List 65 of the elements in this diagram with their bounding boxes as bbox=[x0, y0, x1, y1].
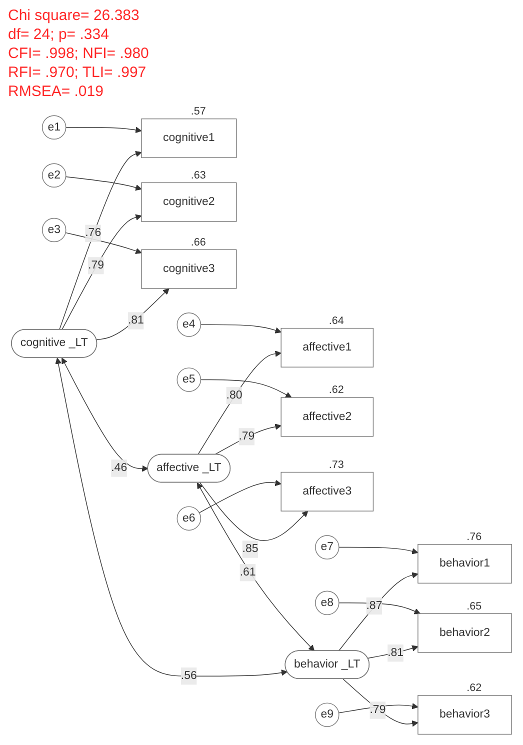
squared-multiple-correlation: .64 bbox=[328, 314, 344, 327]
arrow bbox=[197, 482, 315, 652]
squared-multiple-correlation: .63 bbox=[190, 169, 206, 182]
squared-multiple-correlation: .57 bbox=[190, 106, 206, 118]
node-circle: e4 bbox=[176, 312, 202, 337]
edge-label: .79 bbox=[238, 430, 255, 442]
squared-multiple-correlation: .62 bbox=[328, 384, 344, 396]
squared-multiple-correlation: .73 bbox=[328, 458, 344, 471]
node-box: cognitive3 bbox=[141, 249, 237, 289]
edge-label: .79 bbox=[88, 259, 104, 272]
node-box: affective2 bbox=[280, 397, 374, 437]
arrow bbox=[198, 350, 282, 455]
arrow bbox=[338, 572, 418, 652]
edge-label: .87 bbox=[366, 599, 382, 612]
arrow bbox=[65, 232, 142, 254]
node-circle: e1 bbox=[42, 115, 66, 140]
fit-statistic: CFI= .998; NFI= .980 bbox=[8, 44, 149, 63]
node-circle: e3 bbox=[42, 218, 66, 242]
arrow bbox=[367, 645, 418, 659]
node-box: behavior1 bbox=[418, 544, 512, 584]
arrow bbox=[338, 703, 418, 714]
node-circle: e7 bbox=[315, 535, 340, 560]
arrow bbox=[342, 678, 418, 727]
arrow bbox=[200, 379, 292, 398]
node-box: cognitive2 bbox=[141, 182, 237, 222]
edge-label: .81 bbox=[128, 314, 144, 327]
fit-statistic: RMSEA= .019 bbox=[8, 82, 104, 101]
fit-statistic: df= 24; p= .334 bbox=[8, 25, 109, 44]
arrow bbox=[62, 358, 148, 472]
arrow bbox=[66, 126, 142, 134]
arrow bbox=[55, 358, 288, 676]
fit-statistic: Chi square= 26.383 bbox=[8, 6, 140, 25]
arrow bbox=[214, 424, 282, 455]
edge-label: .80 bbox=[226, 389, 242, 402]
node-box: behavior3 bbox=[418, 695, 512, 735]
node-box: behavior2 bbox=[418, 613, 512, 653]
node-circle: e9 bbox=[315, 702, 340, 727]
squared-multiple-correlation: .76 bbox=[466, 531, 482, 544]
edge-label: .85 bbox=[242, 542, 258, 556]
node-circle: e8 bbox=[315, 590, 340, 616]
squared-multiple-correlation: .62 bbox=[466, 682, 482, 694]
node-box: affective1 bbox=[280, 328, 374, 368]
arrow bbox=[96, 288, 170, 340]
edge-label: .79 bbox=[370, 704, 386, 716]
edge-label: .76 bbox=[85, 226, 102, 240]
arrow bbox=[65, 176, 142, 191]
arrow bbox=[59, 150, 142, 330]
node-circle: e5 bbox=[176, 368, 202, 392]
edge-label: .46 bbox=[111, 462, 128, 474]
arrow bbox=[338, 602, 420, 614]
node-circle: e2 bbox=[42, 163, 66, 188]
fit-statistic: RFI= .970; TLI= .997 bbox=[8, 63, 146, 82]
arrow bbox=[198, 480, 282, 514]
arrow bbox=[338, 546, 418, 554]
edge-label: .56 bbox=[180, 670, 197, 682]
arrow bbox=[200, 482, 308, 541]
arrow bbox=[200, 324, 282, 334]
squared-multiple-correlation: .65 bbox=[466, 600, 482, 612]
edge-label: .81 bbox=[388, 646, 404, 659]
squared-multiple-correlation: .66 bbox=[190, 236, 206, 248]
arrow bbox=[62, 214, 142, 330]
edge-label: .61 bbox=[240, 566, 256, 578]
node-circle: e6 bbox=[176, 506, 202, 531]
node-box: cognitive1 bbox=[141, 118, 237, 158]
node-box: affective3 bbox=[280, 472, 374, 512]
